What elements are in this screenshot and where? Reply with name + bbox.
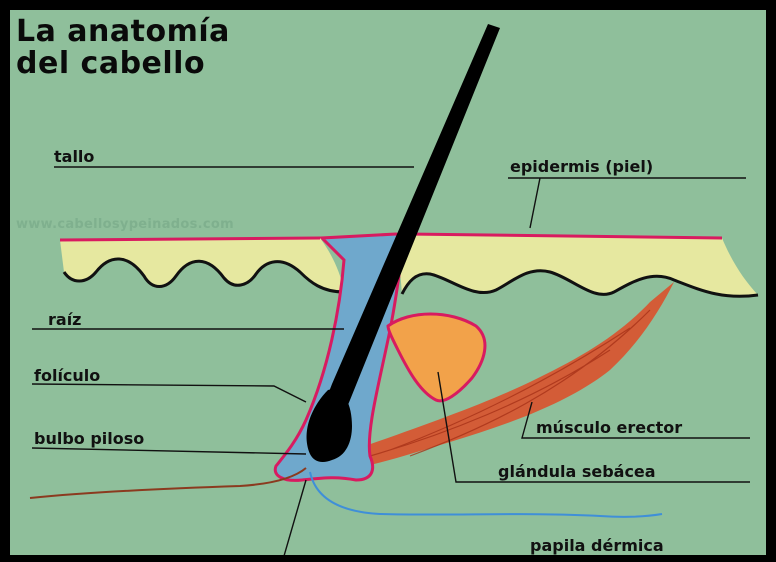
epidermis-outline-left xyxy=(60,238,320,240)
diagram-panel: La anatomía del cabello www.cabellosypei… xyxy=(10,10,766,555)
label-papila: papila dérmica xyxy=(530,537,664,555)
sebaceous-gland xyxy=(388,314,485,401)
arrector-muscle xyxy=(354,282,674,468)
label-raiz: raíz xyxy=(48,311,81,329)
label-bulbo: bulbo piloso xyxy=(34,430,144,448)
label-tallo: tallo xyxy=(54,148,94,166)
label-foliculo: folículo xyxy=(34,367,100,385)
watermark-text: www.cabellosypeinados.com xyxy=(16,217,234,232)
leader-papila xyxy=(284,480,750,555)
label-glandula: glándula sebácea xyxy=(498,463,656,481)
nerve-fiber xyxy=(30,468,306,498)
leader-foliculo xyxy=(32,384,306,402)
label-musculo: músculo erector xyxy=(536,419,682,437)
title-line-1: La anatomía xyxy=(16,16,230,48)
label-epidermis: epidermis (piel) xyxy=(510,158,653,176)
leader-bulbo xyxy=(32,448,306,454)
leader-epidermis xyxy=(508,178,746,228)
title-line-2: del cabello xyxy=(16,48,205,80)
